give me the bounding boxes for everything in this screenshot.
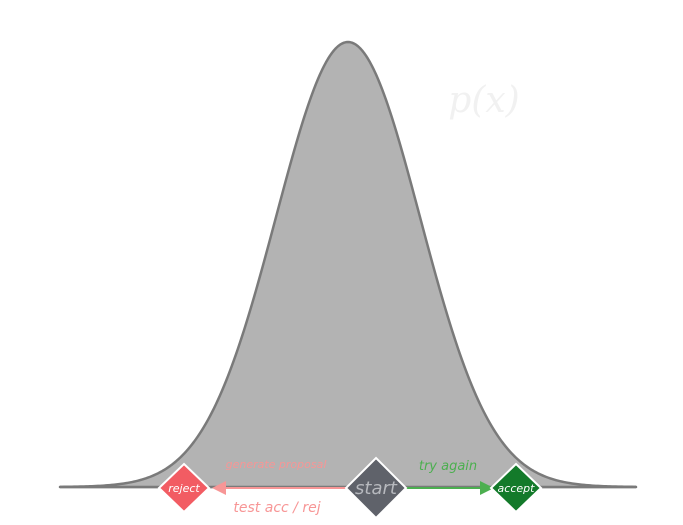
start-label: start: [355, 478, 398, 499]
accept-diamond: [489, 462, 543, 514]
generate-proposal-label: generate proposal: [226, 458, 327, 471]
reject-diamond: [157, 462, 211, 514]
accept-label: accept: [498, 482, 536, 495]
reject-label: reject: [168, 482, 200, 495]
distribution-curve: [58, 40, 638, 489]
accept-node: accept: [489, 462, 543, 514]
start-diamond: [344, 456, 408, 520]
start-node: start: [344, 456, 408, 520]
try-again-label: try again: [419, 459, 477, 474]
distribution-label: p(x): [448, 80, 519, 121]
reject-node: reject: [157, 462, 211, 514]
test-acc-rej-label: test acc / rej: [233, 500, 320, 516]
